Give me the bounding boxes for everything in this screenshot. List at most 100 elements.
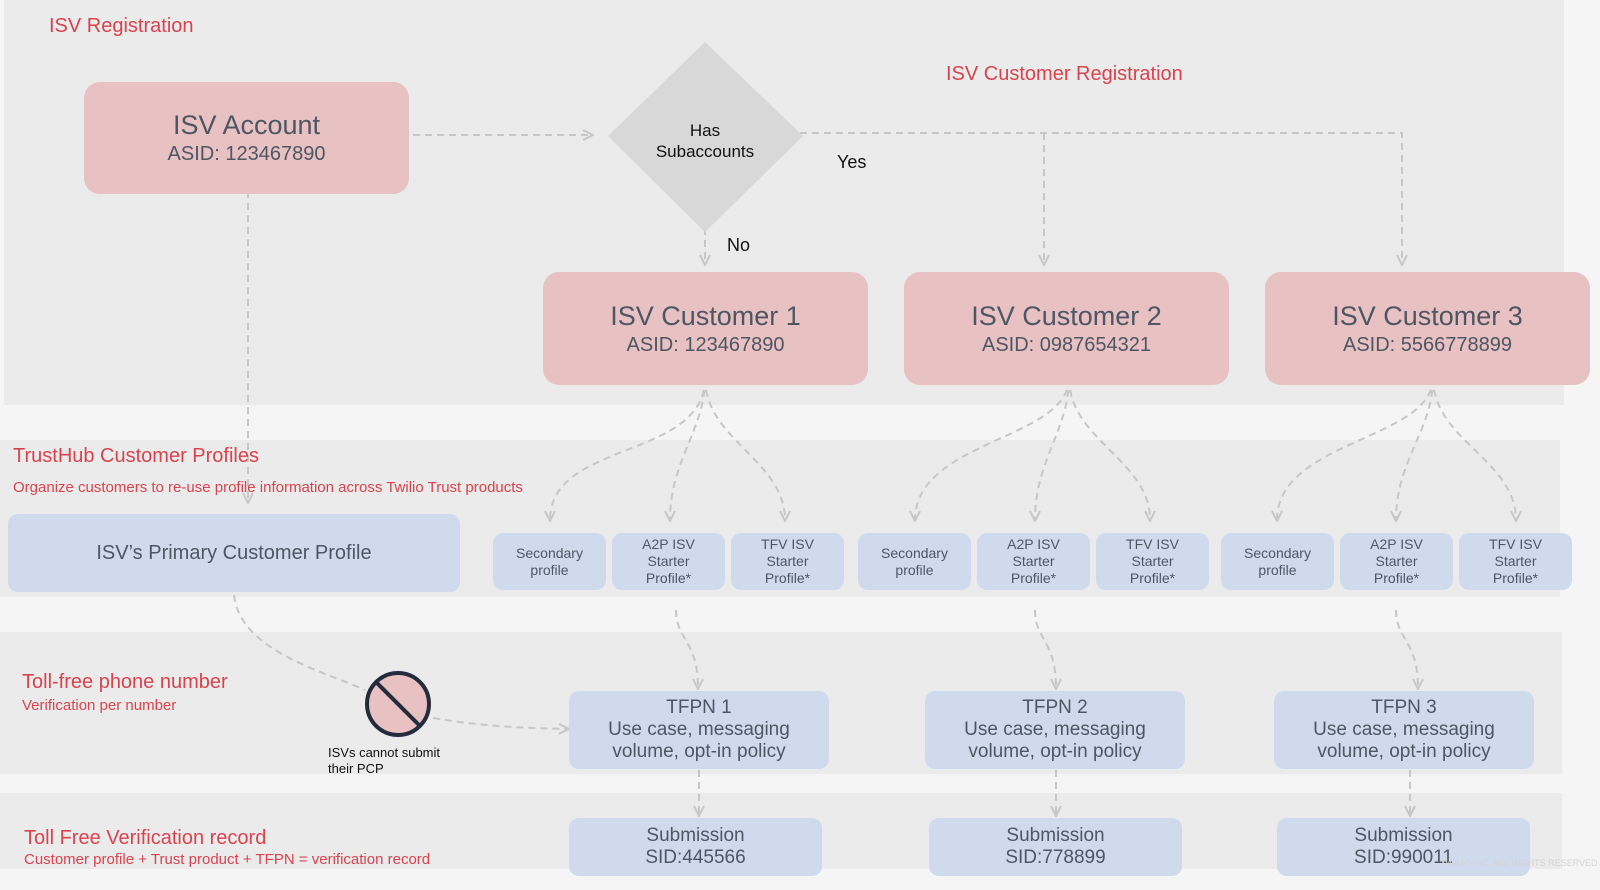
profile-line: A2P ISV (1007, 536, 1060, 552)
decision-text: Has Subaccounts (625, 120, 785, 162)
no-submit-note-line1: ISVs cannot submit (328, 745, 440, 760)
c1-tfv-arrow (704, 377, 785, 520)
yes-to-customer3-arrow (788, 132, 1402, 264)
profile-line: Profile* (645, 570, 692, 586)
c3-a2p-profile: A2P ISV Starter Profile* (1340, 533, 1453, 590)
isv-customer-2-asid: ASID: 0987654321 (981, 333, 1152, 356)
isv-account-box: ISV Account ASID: 123467890 (84, 82, 409, 194)
c1-a2p-arrow (670, 377, 706, 520)
profile-line: A2P ISV (642, 536, 695, 552)
primary-customer-profile-box: ISV’s Primary Customer Profile (8, 514, 460, 592)
profile-line: A2P ISV (1370, 536, 1423, 552)
submission-1-sid: SID:445566 (645, 847, 746, 868)
submission-2-box: Submission SID:778899 (929, 818, 1182, 876)
c3-tfv-arrow (1432, 377, 1516, 520)
tfpn-3-line1: Use case, messaging (1313, 719, 1495, 740)
tfpn-3-title: TFPN 3 (1371, 697, 1437, 718)
prohibited-icon (365, 671, 431, 737)
decision-line2: Subaccounts (655, 142, 755, 161)
isv-customer-registration-label: ISV Customer Registration (946, 63, 1183, 85)
tfpn-1-line2: volume, opt-in policy (612, 741, 786, 762)
c2-a2p-profile: A2P ISV Starter Profile* (977, 533, 1090, 590)
isv-customer-3-box: ISV Customer 3 ASID: 5566778899 (1265, 272, 1590, 385)
no-submit-note: ISVs cannot submit their PCP (328, 745, 440, 777)
c2-a2p-arrow (1035, 377, 1070, 520)
submission-2-title: Submission (1006, 825, 1105, 846)
submission-3-sid: SID:990011 (1354, 847, 1453, 868)
isv-account-title: ISV Account (172, 110, 321, 140)
profile-line: Profile* (764, 570, 811, 586)
profile-line: TFV ISV (1126, 536, 1179, 552)
profile-line: TFV ISV (761, 536, 814, 552)
no-submit-note-line2: their PCP (328, 761, 384, 776)
c2-secondary-arrow (915, 377, 1070, 520)
c1-a2p-profile: A2P ISV Starter Profile* (612, 533, 725, 590)
isv-customer-1-asid: ASID: 123467890 (626, 333, 785, 356)
profile-line: Starter (1131, 553, 1174, 569)
profile-line: Profile* (1492, 570, 1539, 586)
tfpn-3-line2: volume, opt-in policy (1317, 741, 1491, 762)
isv-customer-2-box: ISV Customer 2 ASID: 0987654321 (904, 272, 1229, 385)
tfpn-2-line1: Use case, messaging (964, 719, 1146, 740)
isv-customer-1-title: ISV Customer 1 (610, 300, 801, 331)
decision-diamond (608, 42, 803, 232)
profile-line: Profile* (1010, 570, 1057, 586)
c1-secondary-profile: Secondary profile (493, 533, 606, 590)
isv-customer-3-title: ISV Customer 3 (1332, 300, 1523, 331)
no-label: No (727, 235, 751, 255)
submission-3-box: Submission SID:990011 (1277, 818, 1530, 876)
submission-2-sid: SID:778899 (1005, 847, 1106, 868)
trusthub-title: TrustHub Customer Profiles (13, 445, 259, 467)
tfpn-2-box: TFPN 2 Use case, messaging volume, opt-i… (925, 691, 1185, 769)
profile-line: Profile* (1129, 570, 1176, 586)
trusthub-subtitle: Organize customers to re-use profile inf… (13, 479, 523, 496)
profile-line: profile (1258, 561, 1297, 578)
profile-line: Starter (647, 553, 690, 569)
profile-line: Starter (1375, 553, 1418, 569)
profile-line: TFV ISV (1489, 536, 1542, 552)
profile-line: Starter (1012, 553, 1055, 569)
tfv-record-subtitle: Customer profile + Trust product + TFPN … (24, 851, 431, 868)
c3-a2p-arrow (1396, 377, 1434, 520)
tfpn-2-line2: volume, opt-in policy (968, 741, 1142, 762)
a2p1-to-tfpn1-arrow (675, 609, 698, 688)
profile-line: Starter (766, 553, 809, 569)
isv-customer-3-asid: ASID: 5566778899 (1342, 333, 1513, 356)
submission-1-title: Submission (646, 825, 745, 846)
tfv-record-title: Toll Free Verification record (24, 827, 267, 849)
a2p2-to-tfpn2-arrow (1034, 609, 1056, 688)
submission-1-box: Submission SID:445566 (569, 818, 822, 876)
yes-label: Yes (837, 152, 867, 172)
profile-line: profile (530, 561, 569, 578)
profile-line: Secondary (881, 544, 948, 561)
c2-secondary-profile: Secondary profile (858, 533, 971, 590)
profile-line: Profile* (1373, 570, 1420, 586)
isv-account-asid: ASID: 123467890 (167, 143, 326, 165)
tfpn-1-box: TFPN 1 Use case, messaging volume, opt-i… (569, 691, 829, 769)
primary-to-blocked-line (233, 594, 366, 691)
submission-3-title: Submission (1354, 825, 1453, 846)
tollfree-subtitle: Verification per number (22, 697, 177, 714)
tfpn-2-title: TFPN 2 (1022, 697, 1088, 718)
decision-line1: Has (689, 121, 721, 140)
blocked-to-tfpn1-arrow (432, 717, 568, 729)
c3-secondary-arrow (1277, 377, 1434, 520)
watermark: TWILIO INC. ALL RIGHTS RESERVED. (1440, 858, 1600, 868)
c1-secondary-arrow (550, 377, 706, 520)
isv-customer-1-box: ISV Customer 1 ASID: 123467890 (543, 272, 868, 385)
c2-tfv-profile: TFV ISV Starter Profile* (1096, 533, 1209, 590)
primary-customer-profile-label: ISV’s Primary Customer Profile (96, 542, 372, 564)
profile-line: profile (895, 561, 934, 578)
tfpn-1-title: TFPN 1 (666, 697, 732, 718)
tollfree-title: Toll-free phone number (22, 671, 228, 693)
c3-tfv-profile: TFV ISV Starter Profile* (1459, 533, 1572, 590)
a2p3-to-tfpn3-arrow (1395, 609, 1418, 688)
c1-tfv-profile: TFV ISV Starter Profile* (731, 533, 844, 590)
c2-tfv-arrow (1068, 377, 1150, 520)
isv-registration-label: ISV Registration (49, 15, 194, 37)
tfpn-3-box: TFPN 3 Use case, messaging volume, opt-i… (1274, 691, 1534, 769)
profile-line: Starter (1494, 553, 1537, 569)
profile-line: Secondary (1244, 544, 1311, 561)
profile-line: Secondary (516, 544, 583, 561)
